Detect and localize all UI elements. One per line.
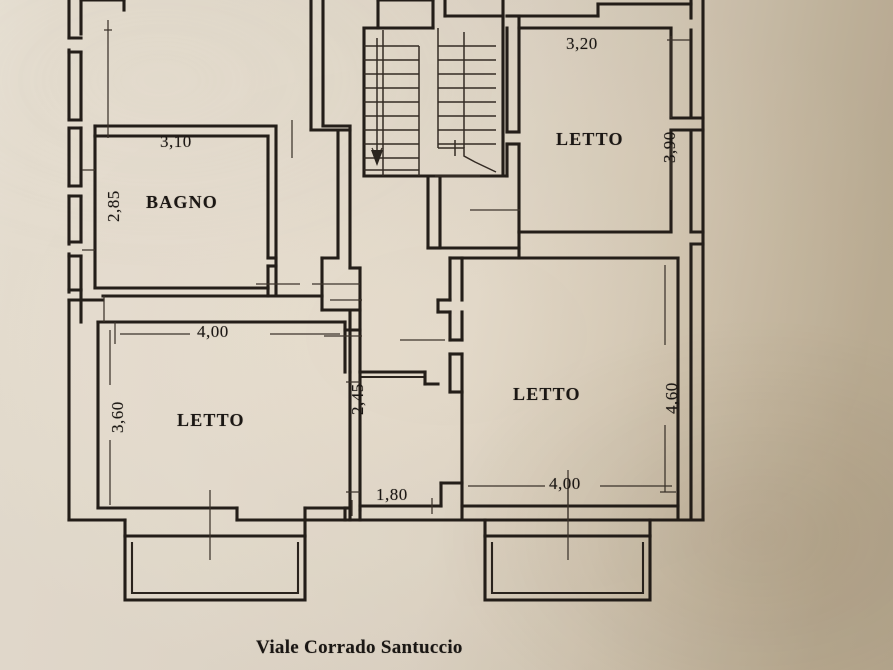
room-label-letto-bottom-right: LETTO [513,384,581,404]
corridor-walls [348,370,443,522]
balcony-left [123,534,307,602]
dimension-lines [82,20,690,560]
dim-letto-bl-height: 3,60 [108,401,127,433]
exterior-walls [67,0,705,538]
street-label: Viale Corrado Santuccio [256,637,463,658]
room-label-letto-bottom-left: LETTO [177,410,245,430]
partition-upper-middle [274,0,362,374]
room-letto-bottom-right-walls [436,256,680,522]
room-label-bagno: BAGNO [146,192,219,212]
hall-partitions [426,174,521,260]
dim-letto-tr-height: 3,90 [660,131,679,163]
stairwell [362,0,505,178]
balcony-right [483,534,652,602]
dim-bagno-height: 2,85 [104,190,123,222]
dim-letto-br-height: 4,60 [662,382,681,414]
dim-corridor-width: 1,80 [376,485,408,504]
room-bagno-walls [93,124,278,298]
dim-letto-bl-width: 4,00 [197,322,229,341]
dim-letto-tr-width: 3,20 [566,34,598,53]
room-label-letto-top-right: LETTO [556,129,624,149]
room-letto-bottom-left-walls [96,320,362,522]
dim-letto-br-width: 4,00 [549,474,581,493]
dim-corridor-height: 2,45 [348,383,367,415]
dim-bagno-width: 3,10 [160,132,192,151]
